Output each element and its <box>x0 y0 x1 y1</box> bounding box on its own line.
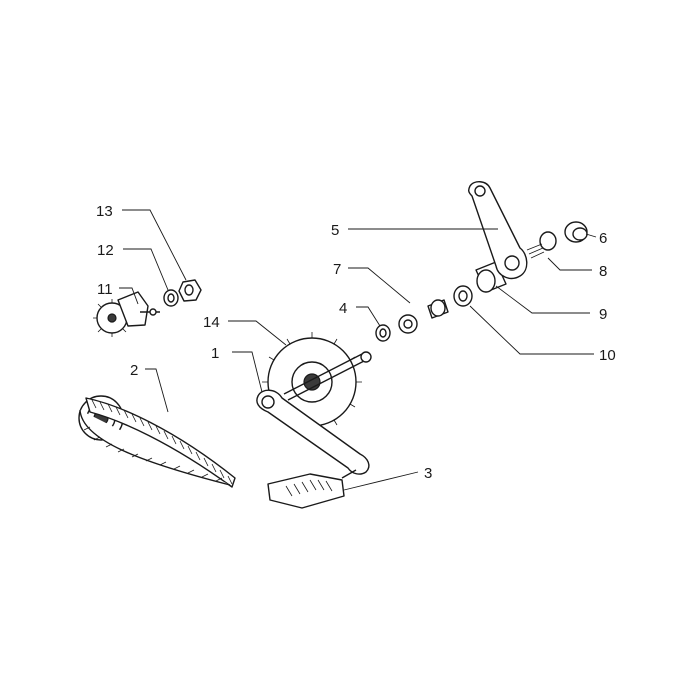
pivot-pin <box>398 299 449 334</box>
callout-8: 8 <box>599 263 607 280</box>
leader-lines <box>119 209 597 491</box>
nut-13 <box>178 279 202 302</box>
callout-5: 5 <box>331 222 339 239</box>
callout-13: 13 <box>96 203 113 220</box>
callout-1: 1 <box>211 345 219 362</box>
callout-11: 11 <box>97 281 113 298</box>
callout-9: 9 <box>599 306 607 323</box>
callout-10: 10 <box>599 347 616 364</box>
drive-chain <box>78 395 236 488</box>
bolt-8 <box>526 231 557 259</box>
callout-12: 12 <box>97 242 114 259</box>
washer-10 <box>453 285 473 307</box>
crank-arm <box>256 351 372 475</box>
callout-14: 14 <box>203 314 220 331</box>
chainring <box>262 332 362 432</box>
chain-tensioner-sprocket <box>93 291 160 337</box>
pedal <box>267 469 357 509</box>
callout-6: 6 <box>599 230 607 247</box>
kickstart-lever <box>467 181 528 280</box>
callout-7: 7 <box>333 261 341 278</box>
callout-4: 4 <box>339 300 347 317</box>
callout-2: 2 <box>130 362 138 379</box>
callout-labels: 1 2 3 4 5 6 7 8 9 10 11 12 13 14 <box>96 203 616 482</box>
cap-6 <box>564 221 588 243</box>
washer-4 <box>375 324 391 342</box>
washer-12 <box>163 289 179 307</box>
callout-3: 3 <box>424 465 432 482</box>
